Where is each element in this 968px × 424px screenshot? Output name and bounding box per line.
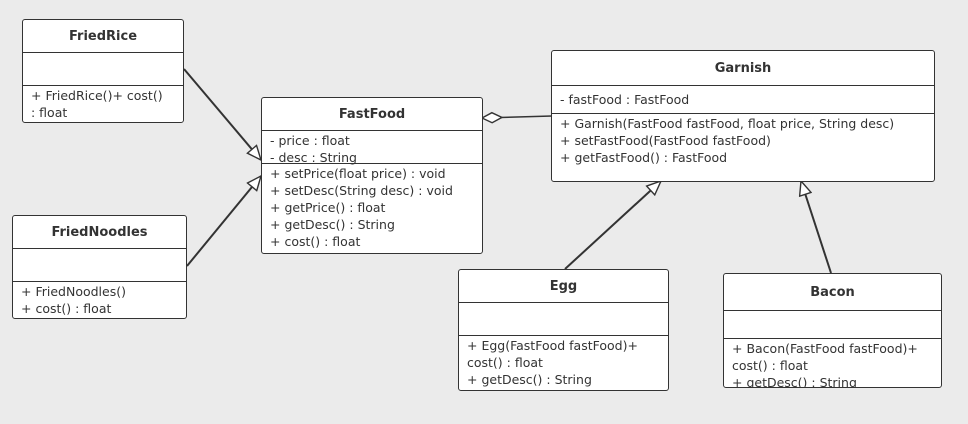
operation: + Egg(FastFood fastFood)+ (467, 338, 638, 353)
attribute: - desc : String (270, 150, 357, 165)
operation: + Garnish(FastFood fastFood, float price… (560, 116, 895, 131)
attributes-section: - price : float - desc : String (262, 131, 482, 165)
class-name: Bacon (724, 274, 941, 311)
generalization-egg-garnish (564, 181, 661, 270)
class-bacon[interactable]: Bacon + Bacon(FastFood fastFood)+ cost()… (723, 273, 942, 388)
operation: + getPrice() : float (270, 200, 386, 215)
operations-section: + Garnish(FastFood fastFood, float price… (552, 114, 934, 167)
generalization-friedrice-fastfood (183, 68, 261, 160)
operation: + setDesc(String desc) : void (270, 183, 453, 198)
operation: + cost() : float (21, 301, 112, 316)
aggregation-garnish-fastfood (482, 116, 553, 118)
operation: + FriedRice()+ cost() (31, 88, 163, 103)
attribute: - price : float (270, 133, 350, 148)
operation: + getDesc() : String (270, 217, 395, 232)
class-name: Egg (459, 270, 668, 303)
class-egg[interactable]: Egg + Egg(FastFood fastFood)+ cost() : f… (458, 269, 669, 391)
operation: + getFastFood() : FastFood (560, 150, 728, 165)
attributes-section (724, 311, 941, 339)
operation: + FriedNoodles() (21, 284, 126, 299)
attributes-section (23, 53, 183, 86)
operation: + cost() : float (270, 234, 361, 249)
operations-section: + FriedRice()+ cost() : float (23, 86, 183, 122)
class-friednoodles[interactable]: FriedNoodles + FriedNoodles() + cost() :… (12, 215, 187, 319)
attributes-section (459, 303, 668, 336)
operations-section: + setPrice(float price) : void + setDesc… (262, 164, 482, 251)
class-name: FastFood (262, 98, 482, 131)
class-friedrice[interactable]: FriedRice + FriedRice()+ cost() : float (22, 19, 184, 123)
operation: + setPrice(float price) : void (270, 166, 446, 181)
operations-section: + Egg(FastFood fastFood)+ cost() : float… (459, 336, 668, 389)
operations-section: + FriedNoodles() + cost() : float (13, 282, 186, 318)
operation: + getDesc() : String (467, 372, 592, 387)
generalization-friednoodles-fastfood (186, 176, 261, 267)
operation: : float (31, 105, 68, 120)
generalization-bacon-garnish (801, 181, 832, 274)
class-fastfood[interactable]: FastFood - price : float - desc : String… (261, 97, 483, 254)
class-name: Garnish (552, 51, 934, 86)
class-garnish[interactable]: Garnish - fastFood : FastFood + Garnish(… (551, 50, 935, 182)
attribute: - fastFood : FastFood (560, 92, 690, 107)
operation: + Bacon(FastFood fastFood)+ (732, 341, 918, 356)
operation: + setFastFood(FastFood fastFood) (560, 133, 771, 148)
attributes-section (13, 249, 186, 282)
operation: cost() : float (467, 355, 543, 370)
attributes-section: - fastFood : FastFood (552, 86, 934, 114)
operation: cost() : float (732, 358, 808, 373)
class-name: FriedRice (23, 20, 183, 53)
class-name: FriedNoodles (13, 216, 186, 249)
operations-section: + Bacon(FastFood fastFood)+ cost() : flo… (724, 339, 941, 388)
operation: + getDesc() : String (732, 375, 857, 388)
